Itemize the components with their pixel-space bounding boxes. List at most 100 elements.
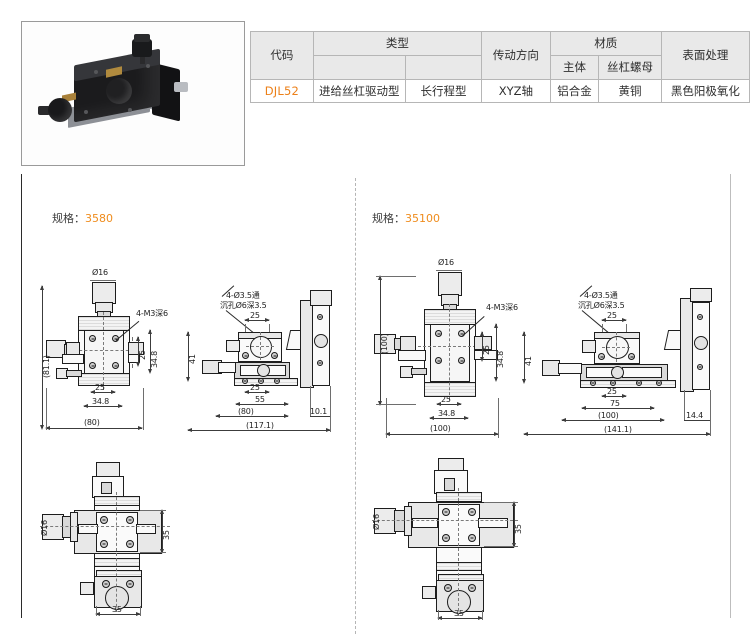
header-material-body: 主体	[549, 55, 600, 80]
rail-screw	[656, 380, 662, 386]
stage-top-rail	[424, 309, 476, 325]
dim-dia-left: Ø16	[372, 514, 381, 530]
product-photo	[21, 21, 245, 166]
mounting-screw	[271, 352, 278, 359]
rail-screw	[274, 378, 280, 384]
side-shaft-left	[411, 368, 427, 375]
rail-slot-a	[586, 367, 614, 378]
micrometer-flange-left	[404, 506, 412, 536]
note-thru-1: 4-Ø3.5通	[584, 291, 618, 300]
mounting-screw	[468, 534, 476, 542]
cell-type-2: 长行程型	[404, 79, 483, 103]
dim-offset: 10.1	[310, 407, 328, 416]
table-header-row-2: 主体 丝杠螺母	[251, 55, 750, 80]
note-thru-2: 沉孔Ø6深3.5	[578, 301, 625, 310]
screw-dot	[94, 70, 98, 74]
z-bore	[314, 334, 328, 348]
cell-type-1: 进给丝杠驱动型	[312, 79, 406, 103]
rail-screw	[590, 380, 596, 386]
rail-screw	[242, 378, 248, 384]
header-type-sub-b	[404, 55, 483, 80]
mounting-screw	[598, 353, 605, 360]
drawings-frame	[21, 174, 731, 618]
top-shaft	[101, 482, 112, 494]
mounting-screw	[435, 330, 442, 337]
side-arm-left	[398, 350, 426, 361]
side-arm-right	[474, 350, 498, 360]
dim-width-bottom: 35	[112, 605, 122, 614]
header-material: 材质	[549, 31, 662, 56]
table-body: DJL52 进给丝杠驱动型 长行程型 XYZ轴 铝合金 黄铜 黑色阳极氧化	[250, 79, 750, 103]
dim-dia-top: Ø16	[438, 258, 454, 267]
bottom-clamp-screw	[422, 586, 436, 599]
dim-pitch-top: 25	[250, 311, 260, 320]
mounting-screw	[435, 357, 442, 364]
body-mid-rail	[94, 558, 140, 567]
bottom-bore	[105, 586, 129, 610]
header-type-sub-a	[312, 55, 406, 80]
cross-slot-left	[412, 518, 438, 528]
dim-hole-span-v: 34.8	[496, 350, 505, 368]
dim-hole-pitch-v: 25	[482, 345, 491, 355]
micrometer-knob-z	[132, 39, 152, 57]
cell-surface: 黑色阳极氧化	[660, 79, 750, 103]
bottom-clamp-screw	[80, 582, 94, 595]
mounting-screw	[100, 540, 108, 548]
left-arm	[218, 362, 236, 373]
micrometer-knob-x	[48, 98, 72, 122]
body-top-rail	[94, 496, 140, 506]
dim-width-side: 35	[514, 524, 523, 534]
dim-offset: 14.4	[686, 411, 704, 420]
dim-pitch-bottom: 25	[250, 383, 260, 392]
dim-overall-width: (80)	[84, 418, 100, 427]
dim-length-55: 55	[255, 395, 265, 404]
z-screw	[317, 314, 323, 320]
rail-bore	[257, 364, 270, 377]
dim-overall-len: (117.1)	[246, 421, 274, 430]
rail-screw	[610, 380, 616, 386]
cell-material-body: 铝合金	[549, 79, 600, 103]
note-thru-1: 4-Ø3.5通	[226, 291, 260, 300]
rail-bore	[611, 366, 624, 379]
z-screw	[697, 364, 703, 370]
rail-base	[234, 378, 298, 386]
screw-dot	[128, 108, 132, 112]
rotary-bore	[250, 336, 272, 358]
mounting-screw	[126, 540, 134, 548]
left-arm	[558, 363, 582, 374]
dim-overall-len: (141.1)	[604, 425, 632, 434]
mounting-screw	[442, 508, 450, 516]
mounting-screw	[89, 335, 96, 342]
dim-hole-span-h: 34.8	[438, 409, 456, 418]
header-material-screw-nut: 丝杠螺母	[598, 55, 662, 80]
note-thru-2: 沉孔Ø6深3.5	[220, 301, 267, 310]
dim-base-len: (80)	[238, 407, 254, 416]
side-clamp-screw	[582, 340, 596, 353]
knob-cap-z	[134, 34, 150, 42]
cell-code: DJL52	[250, 79, 314, 103]
dim-dia-top: Ø16	[92, 268, 108, 277]
mounting-screw	[242, 352, 249, 359]
product-photo-image	[22, 22, 244, 165]
z-screw	[697, 314, 703, 320]
top-shaft	[444, 478, 455, 491]
drawing-left-bottom-view: Ø16 35 35	[40, 462, 220, 630]
mounting-screw	[89, 362, 96, 369]
note-thread: 4-M3深6	[136, 309, 168, 318]
cell-material-screw-nut: 黄铜	[598, 79, 662, 103]
table-header: 代码 类型 传动方向 材质 表面处理 主体 丝杠螺母	[250, 31, 750, 80]
mounting-screw	[628, 353, 635, 360]
note-thread: 4-M3深6	[486, 303, 518, 312]
bottom-bore	[447, 590, 471, 614]
spec-label-right-value: 35100	[405, 212, 440, 225]
dim-height-41: 41	[188, 354, 197, 364]
spec-label-left-value: 3580	[85, 212, 113, 225]
drawing-left-top-view: Ø16 4-M3深6	[40, 268, 220, 443]
mounting-screw	[100, 516, 108, 524]
z-bore	[694, 336, 708, 350]
side-block-right	[474, 336, 492, 350]
specification-table: 代码 类型 传动方向 材质 表面处理 主体 丝杠螺母 DJL52 进给丝杠驱动型…	[250, 31, 750, 103]
dim-hole-span-h: 34.8	[92, 397, 110, 406]
dim-height-41: 41	[524, 356, 533, 366]
micrometer-knob-y	[106, 78, 132, 104]
